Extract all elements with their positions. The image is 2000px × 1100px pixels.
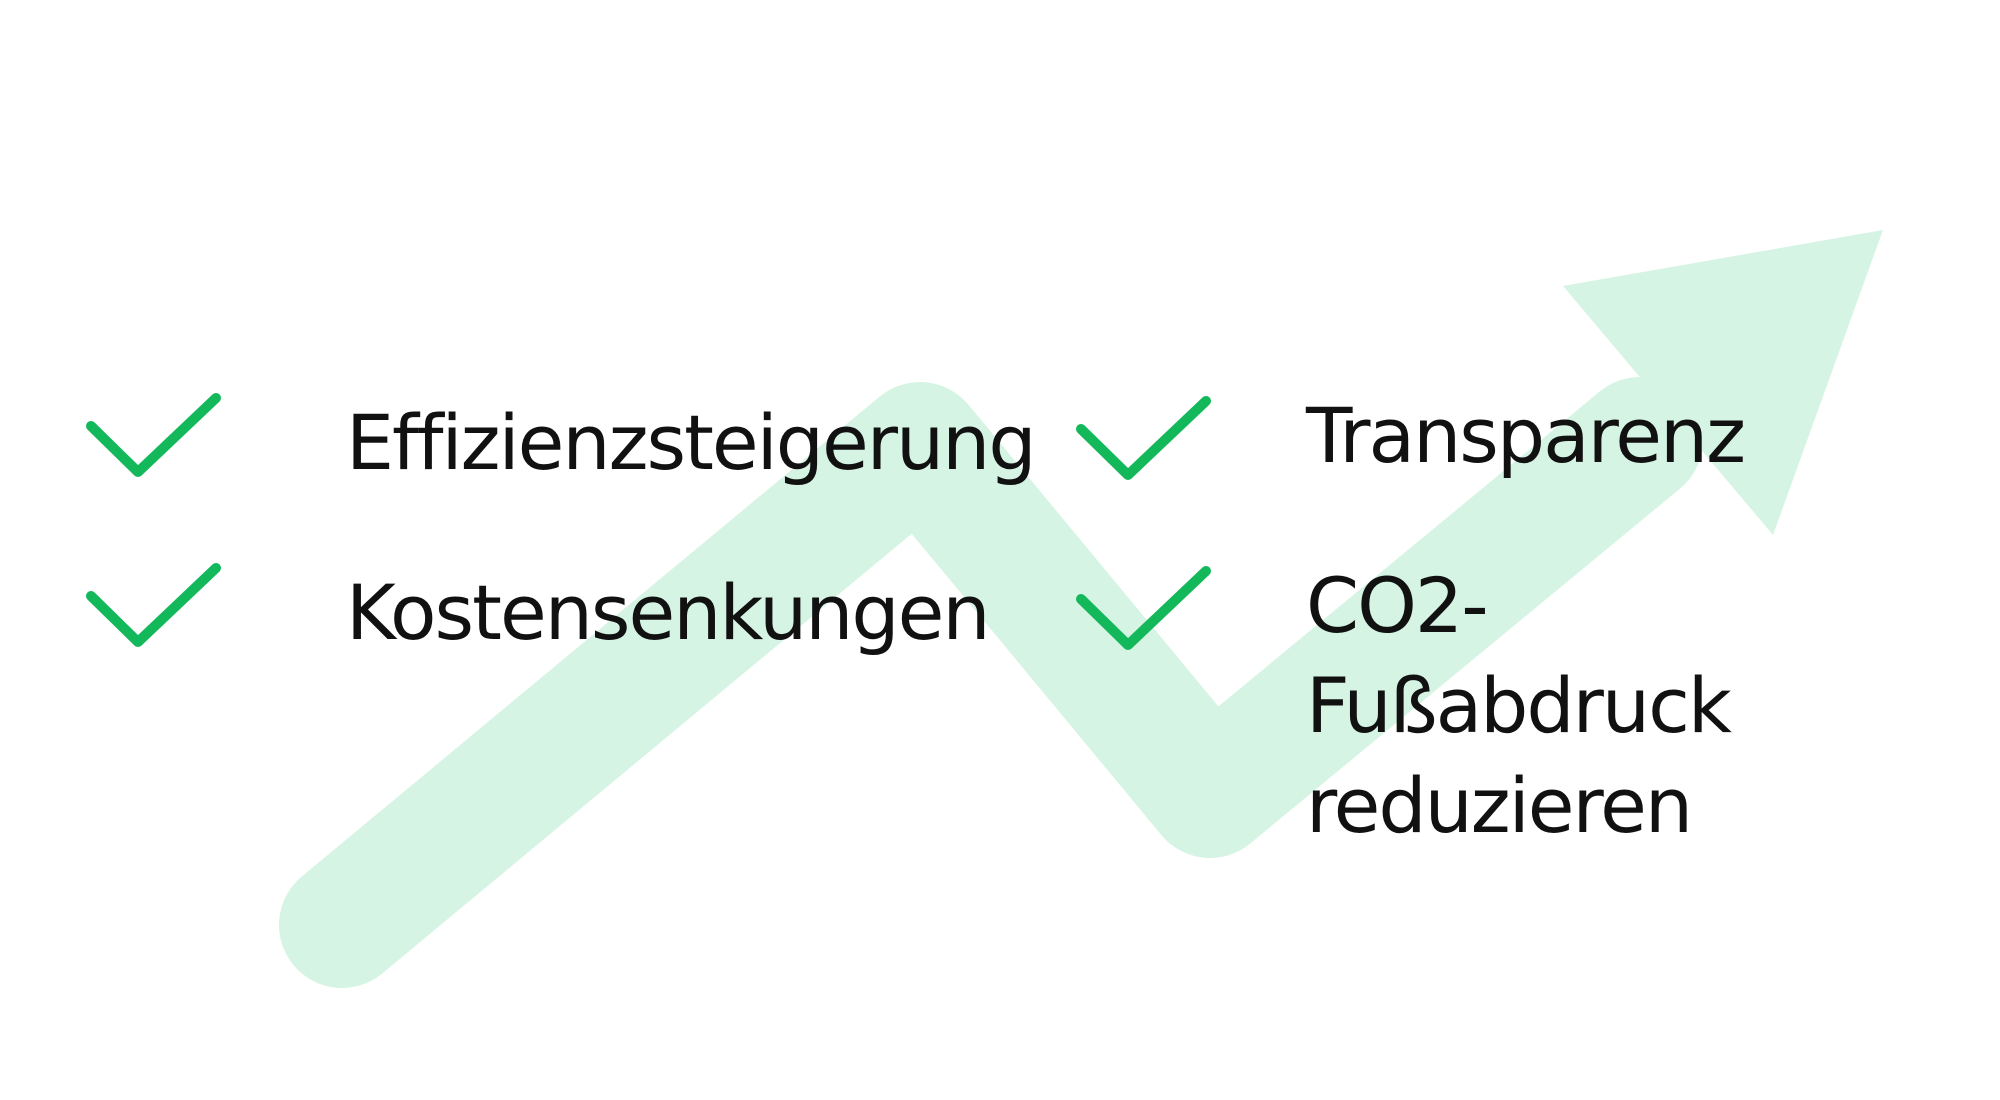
list-item-label: Kostensenkungen [346, 568, 991, 657]
list-item-effizienzsteigerung: Effizienzsteigerung [86, 393, 1037, 493]
checkmark-icon [86, 563, 221, 647]
list-item-co2-fussabdruck: CO2-Fußabdruck reduzieren [1076, 561, 1866, 856]
checkmark-icon [1076, 566, 1211, 650]
list-item-kostensenkungen: Kostensenkungen [86, 563, 991, 663]
list-item-label: Transparenz [1306, 391, 1746, 480]
list-item-transparenz: Transparenz [1076, 391, 1746, 486]
checkmark-icon [86, 393, 221, 477]
list-item-label: Effizienzsteigerung [346, 398, 1037, 487]
trend-arrow-line [279, 377, 1703, 988]
trend-arrow-head [1563, 230, 1883, 535]
checkmark-icon [1076, 396, 1211, 480]
list-item-label: CO2-Fußabdruck reduzieren [1306, 561, 1732, 850]
